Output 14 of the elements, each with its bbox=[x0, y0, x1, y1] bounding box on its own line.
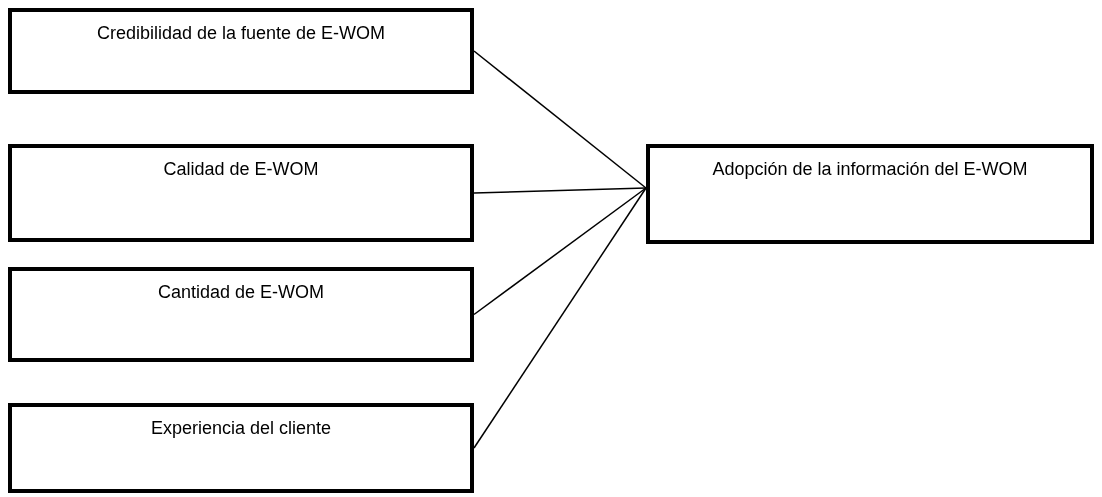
connector-line bbox=[473, 187, 647, 194]
text-box bbox=[8, 267, 474, 362]
text-box bbox=[8, 403, 474, 493]
connector-line bbox=[473, 187, 647, 316]
connector-line bbox=[473, 187, 647, 449]
text-box bbox=[646, 144, 1094, 244]
text-box bbox=[8, 144, 474, 242]
connector-line bbox=[473, 50, 647, 189]
box-label: Adopción de la información del E-WOM bbox=[711, 158, 1029, 181]
box-label: Credibilidad de la fuente de E-WOM bbox=[95, 22, 387, 45]
box-label: Calidad de E-WOM bbox=[162, 158, 320, 181]
box-label: Experiencia del cliente bbox=[149, 417, 333, 440]
box-label: Cantidad de E-WOM bbox=[156, 281, 326, 304]
text-box bbox=[8, 8, 474, 94]
